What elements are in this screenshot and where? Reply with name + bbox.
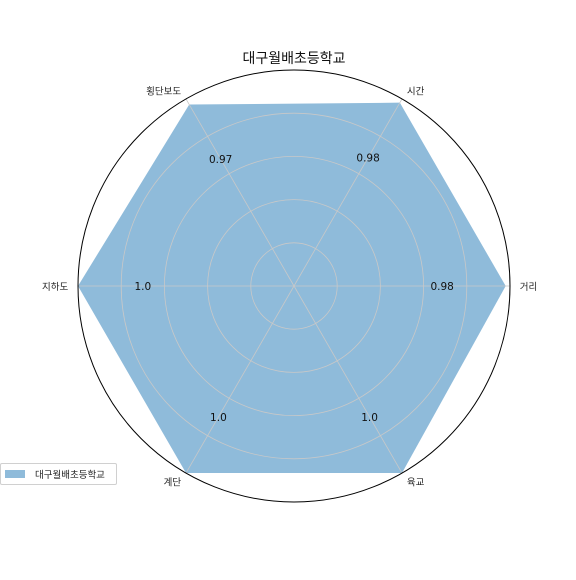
legend-swatch [5, 470, 25, 478]
grid-spoke-3 [185, 98, 295, 287]
grid-spoke-5 [185, 285, 295, 474]
axis-label: 계단 [164, 476, 182, 488]
grid-spoke-6 [293, 285, 403, 474]
chart-title: 대구월배초등학교 [242, 51, 345, 67]
data-label: 0.98 [430, 281, 453, 293]
data-label: 1.0 [134, 281, 151, 293]
polar-frame [77, 69, 511, 503]
series-area [78, 102, 506, 474]
data-label: 1.0 [210, 412, 227, 424]
axis-label: 지하도 [42, 281, 68, 293]
axis-label: 시간 [407, 87, 425, 98]
data-label: 0.98 [356, 153, 379, 165]
legend: 대구월배초등학교 [0, 463, 117, 485]
axis-label: 육교 [407, 477, 425, 488]
axis-label: 횡단보도 [146, 86, 181, 98]
data-label: 0.97 [209, 154, 232, 166]
axis-label: 거리 [520, 282, 537, 293]
legend-label: 대구월배초등학교 [35, 470, 105, 481]
data-label: 1.0 [361, 412, 378, 424]
grid-spoke-2 [293, 98, 403, 287]
